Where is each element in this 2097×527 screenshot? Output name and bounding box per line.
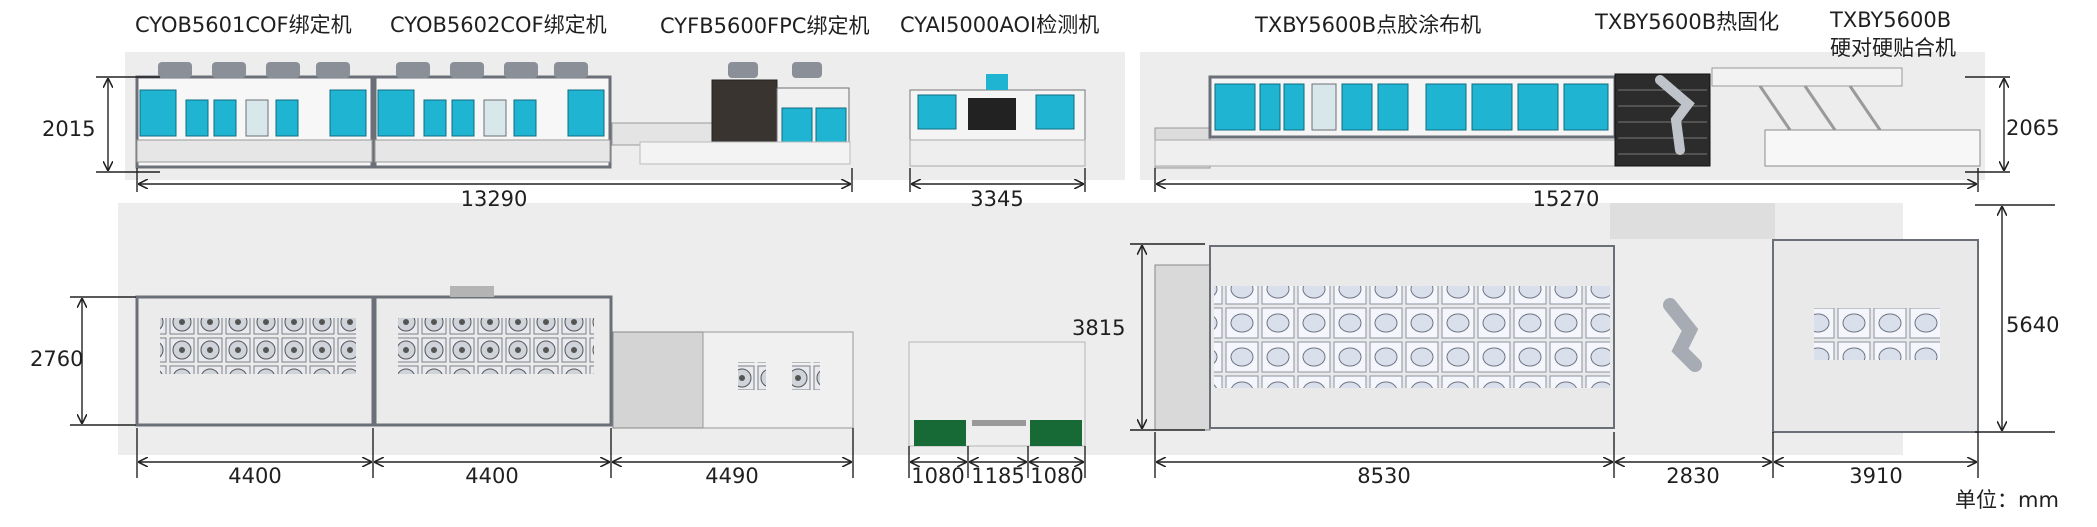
machine-7-top: [1772, 239, 1979, 433]
machine-3-label: CYFB5600FPC绑定机: [660, 14, 870, 38]
machine-7-label-line1: TXBY5600B: [1830, 8, 1952, 32]
height-left-front: 2015: [42, 117, 96, 141]
machine-3-top: [612, 331, 854, 429]
width-m2: 4400: [465, 464, 519, 488]
machine-1-label: CYOB5601COF绑定机: [135, 13, 352, 37]
machine-7-label-line2: 硬对硬贴合机: [1830, 36, 1956, 60]
length-group-b: 3345: [970, 187, 1024, 211]
machine-2-top: [373, 286, 613, 427]
machine-6-top: [1663, 298, 1702, 372]
machine-5-label: TXBY5600B点胶涂布机: [1255, 13, 1482, 37]
width-m4c: 1080: [1030, 464, 1084, 488]
height-right-top: 5640: [2006, 313, 2060, 337]
machine-4-top: [908, 341, 1086, 447]
machine-2-label: CYOB5602COF绑定机: [390, 13, 607, 37]
length-group-c: 15270: [1532, 187, 1600, 211]
machine-3-front: [639, 62, 851, 165]
machine-4-label: CYAI5000AOI检测机: [900, 13, 1100, 37]
machine-1-front: [135, 62, 374, 169]
width-m7: 3910: [1849, 464, 1903, 488]
height-left-top: 2760: [30, 347, 84, 371]
machine-2-front: [373, 62, 612, 169]
width-m5: 8530: [1357, 464, 1411, 488]
width-m4a: 1080: [911, 464, 965, 488]
width-m6: 2830: [1666, 464, 1720, 488]
machine-6-label: TXBY5600B热固化: [1595, 10, 1780, 34]
machine-6-front: [1614, 73, 1711, 167]
machine-5-top: [1154, 245, 1615, 431]
width-m3: 4490: [705, 464, 759, 488]
machine-7-front: [1711, 67, 1981, 167]
machine-4-front: [909, 74, 1086, 167]
top-row-plate-right: [1610, 203, 1775, 239]
height-mid-top: 3815: [1072, 316, 1126, 340]
width-m4b: 1185: [971, 464, 1025, 488]
dimension-lines: [70, 76, 2055, 478]
length-group-a: 13290: [460, 187, 528, 211]
width-m1: 4400: [228, 464, 282, 488]
unit-label: 单位：mm: [1955, 488, 2059, 512]
machine-1-top: [135, 295, 375, 427]
machine-5-front: [1154, 75, 1617, 169]
height-right-front: 2065: [2006, 116, 2060, 140]
